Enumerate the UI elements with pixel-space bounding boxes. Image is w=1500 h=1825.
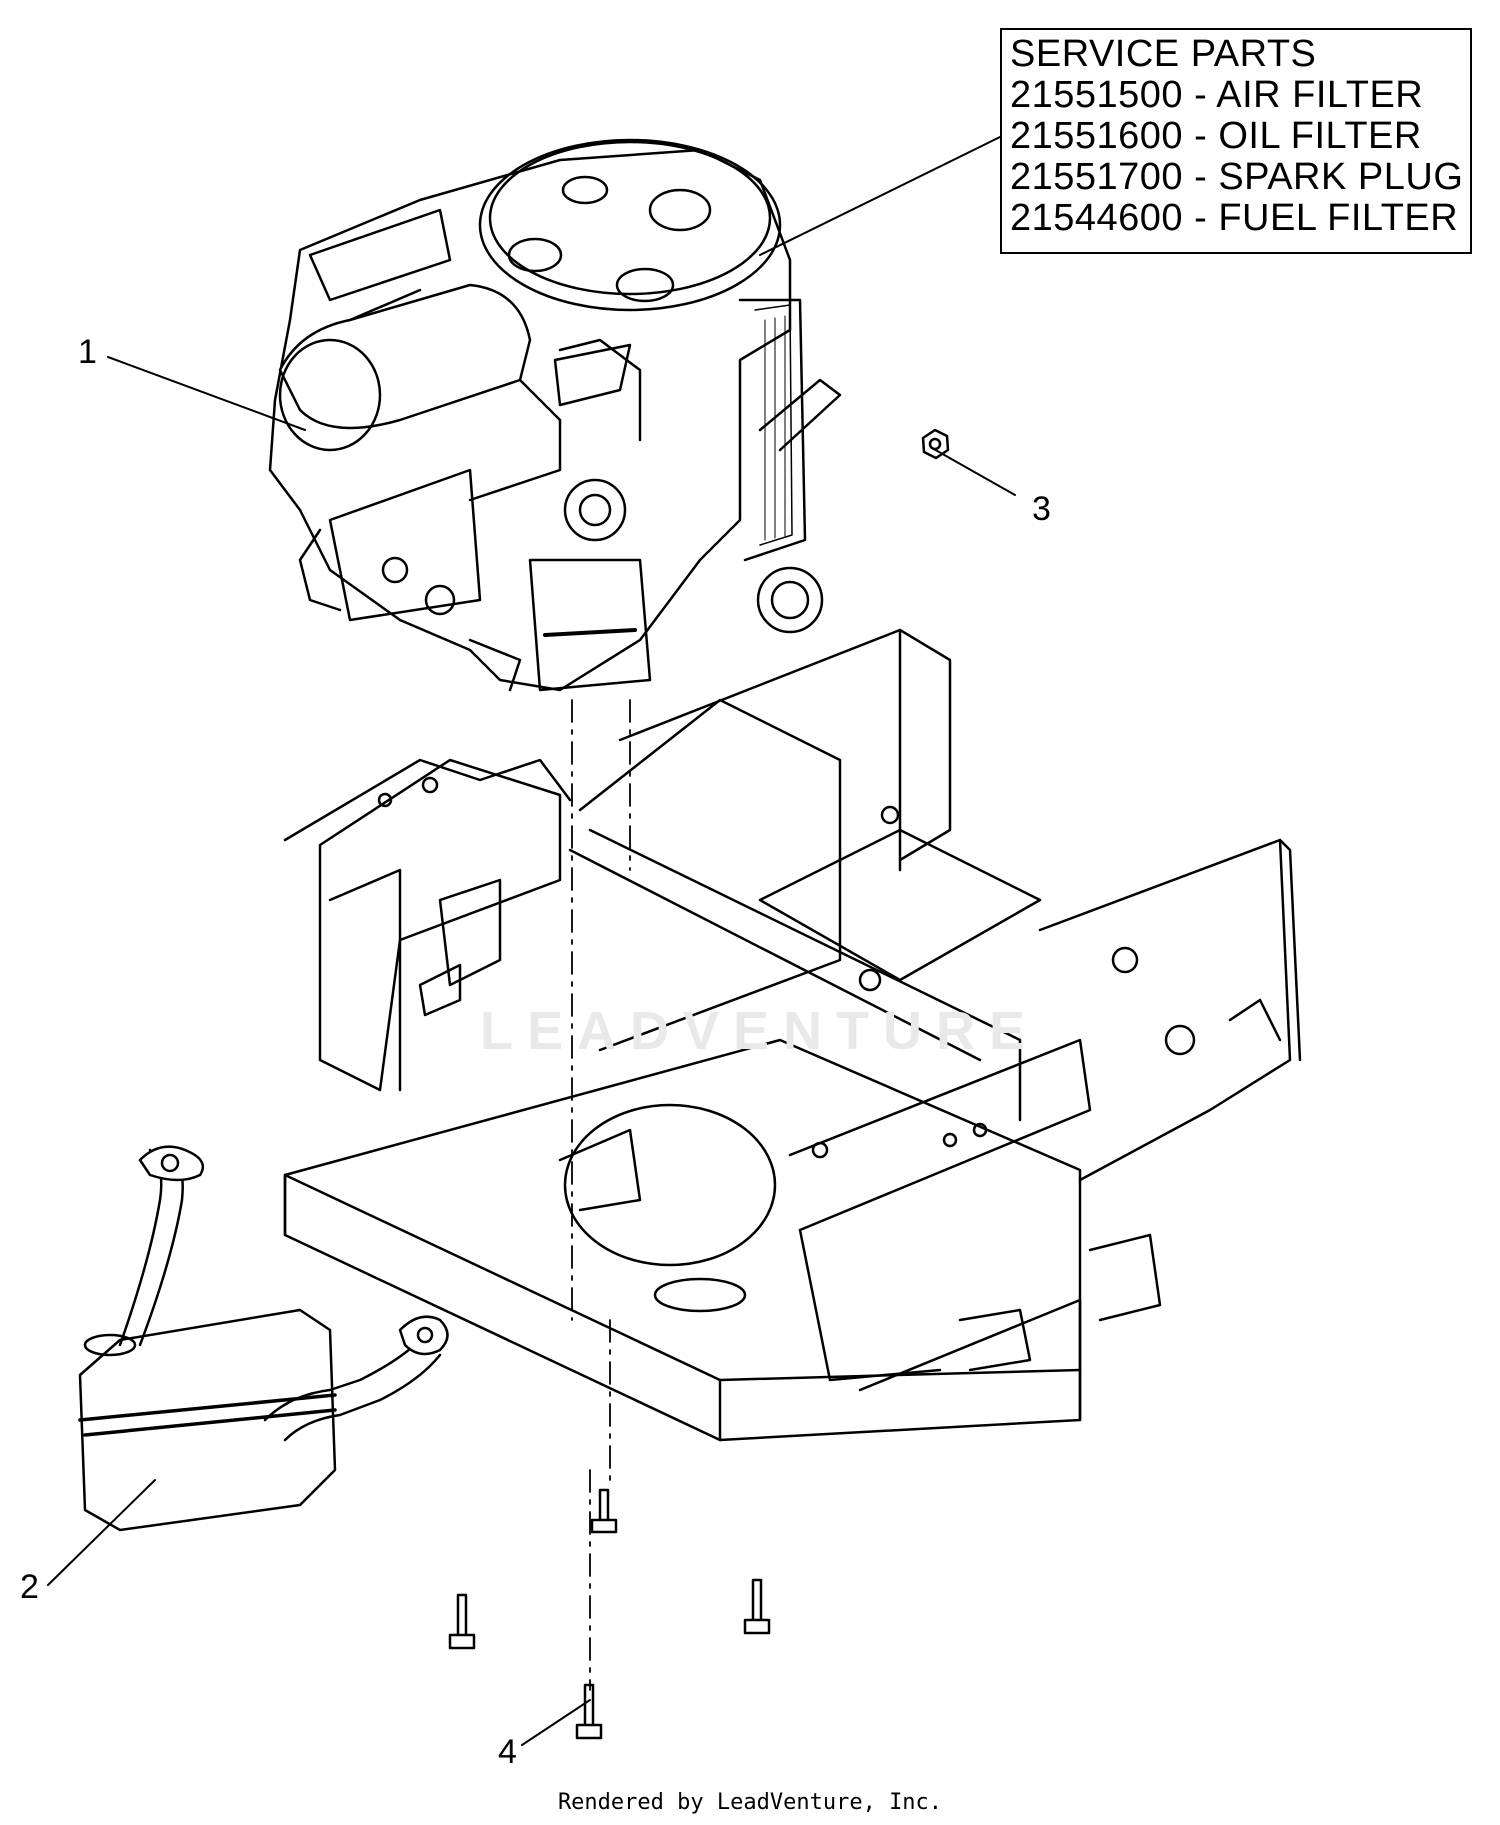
service-part-spark-plug: 21551700 - SPARK PLUG xyxy=(1010,156,1464,198)
leader-lines xyxy=(47,136,1016,1746)
callout-2: 2 xyxy=(20,1568,39,1606)
callout-1: 1 xyxy=(78,333,97,371)
watermark-text: LEADVENTURE xyxy=(480,1001,1040,1061)
service-parts-box: SERVICE PARTS 21551500 - AIR FILTER 2155… xyxy=(1000,28,1472,254)
service-part-fuel-filter: 21544600 - FUEL FILTER xyxy=(1010,197,1459,239)
service-part-air-filter: 21551500 - AIR FILTER xyxy=(1010,74,1424,116)
footer-credit: Rendered by LeadVenture, Inc. xyxy=(557,1790,943,1815)
muffler-assembly xyxy=(78,1145,449,1532)
service-parts-heading: SERVICE PARTS xyxy=(1010,33,1317,75)
nut-part xyxy=(921,428,950,460)
chassis-frame xyxy=(283,628,1302,1442)
callout-4: 4 xyxy=(498,1733,517,1771)
alignment-centerlines xyxy=(571,699,631,1691)
service-part-oil-filter: 21551600 - OIL FILTER xyxy=(1010,115,1422,157)
engine-assembly xyxy=(268,138,842,692)
bolt-parts xyxy=(448,1488,771,1740)
callout-3: 3 xyxy=(1032,490,1051,528)
